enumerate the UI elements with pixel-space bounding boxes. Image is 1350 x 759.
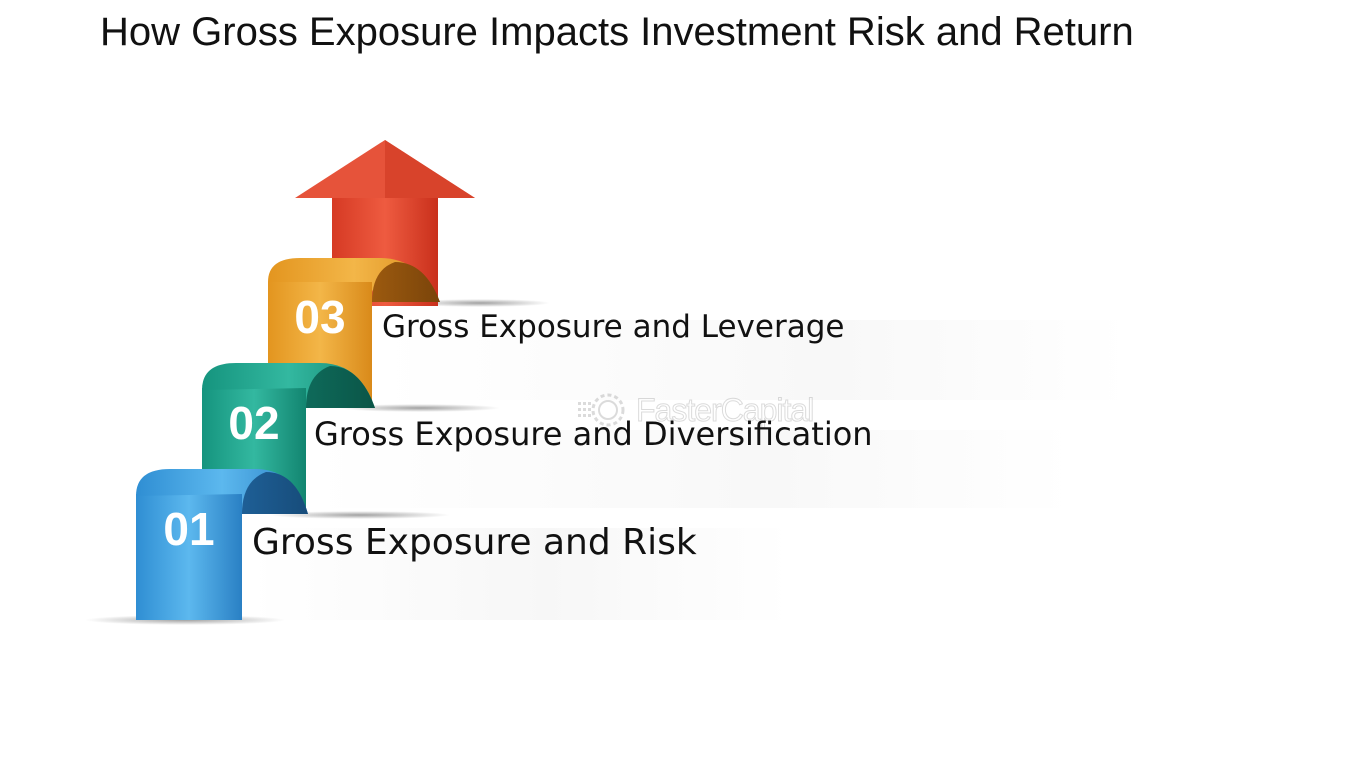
page-title: How Gross Exposure Impacts Investment Ri…: [100, 10, 1134, 54]
step-3-fold-shadow: [410, 299, 550, 307]
step-3-number: 03: [294, 291, 345, 343]
watermark-text: FasterCapital: [635, 391, 814, 428]
step-3-backdrop: [380, 320, 1130, 400]
step-1-label: Gross Exposure and Risk: [252, 522, 697, 563]
step-2-number: 02: [228, 397, 279, 449]
watermark: FasterCapital: [576, 388, 815, 432]
step-1-fold-shadow: [270, 511, 450, 519]
step-1-backdrop: [250, 528, 790, 620]
step-2-label: Gross Exposure and Diversification: [314, 415, 873, 453]
step-1-number: 01: [163, 503, 214, 555]
gear-logo-icon: [578, 393, 625, 427]
step-1-ribbon: [136, 469, 308, 620]
step-3-label: Gross Exposure and Leverage: [382, 309, 845, 345]
step-2-fold-shadow: [340, 404, 500, 412]
step-2-backdrop: [312, 430, 1072, 508]
